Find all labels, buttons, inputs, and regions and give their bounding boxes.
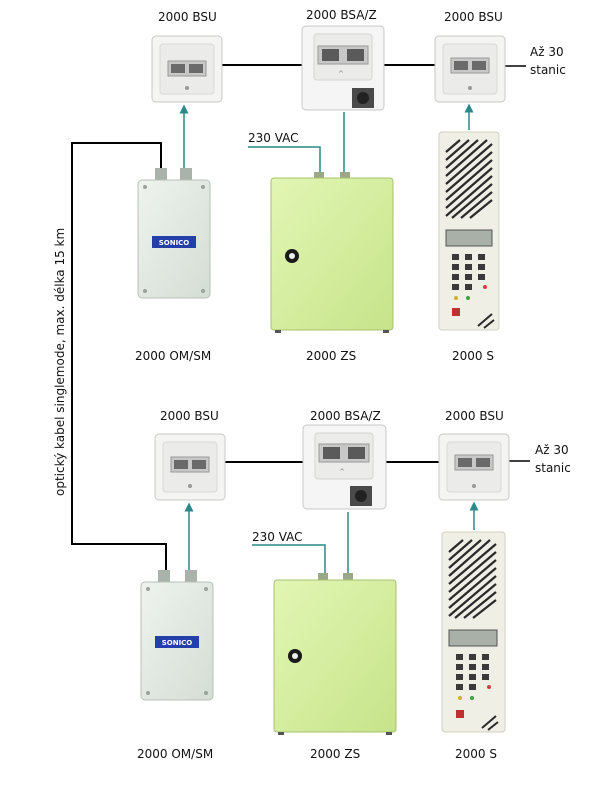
s-station-device — [438, 131, 500, 331]
bsu-left-label: 2000 BSU — [160, 409, 219, 423]
s-label: 2000 S — [455, 747, 497, 761]
s-station-device — [441, 531, 506, 733]
bsu-left-device — [154, 433, 226, 501]
zs-device — [273, 573, 397, 735]
zs-label: 2000 ZS — [310, 747, 360, 761]
fiber-cable-label: optický kabel singlemode, max. délka 15 … — [53, 228, 67, 496]
zs-label: 2000 ZS — [306, 349, 356, 363]
om-sm-label: 2000 OM/SM — [137, 747, 213, 761]
power-cable — [248, 146, 321, 176]
om-sm-device: SONICO — [137, 168, 211, 299]
zs-device — [270, 172, 394, 333]
svg-text:^: ^ — [339, 468, 345, 476]
power-cable — [252, 544, 326, 574]
sonico-logo — [155, 636, 199, 648]
sonico-logo-text: SONICO — [162, 639, 193, 647]
sonico-logo-text: SONICO — [159, 239, 190, 247]
power-label: 230 VAC — [252, 530, 303, 544]
om-sm-device: SONICO — [140, 570, 214, 701]
om-sm-label: 2000 OM/SM — [135, 349, 211, 363]
sonico-logo — [152, 236, 196, 248]
svg-text:^: ^ — [338, 70, 344, 78]
bsa-device: ^ — [301, 25, 385, 111]
bsu-left-label: 2000 BSU — [158, 10, 217, 24]
stations-label-line2: stanic — [530, 63, 566, 77]
bsu-right-device — [434, 35, 506, 103]
bsu-left-device — [151, 35, 223, 103]
section-bottom: 2000 BSU 2000 BSA/Z 2000 BSU Až 30 stani… — [137, 409, 571, 761]
bsa-device: ^ — [302, 424, 387, 510]
stations-label-line1: Až 30 — [535, 443, 569, 457]
bsu-right-label: 2000 BSU — [445, 409, 504, 423]
section-top: 2000 BSU 2000 BSA/Z 2000 BSU Až 30 stani… — [135, 8, 566, 363]
bsa-label: 2000 BSA/Z — [306, 8, 377, 22]
bsu-right-label: 2000 BSU — [444, 10, 503, 24]
stations-label-line2: stanic — [535, 461, 571, 475]
stations-label-line1: Až 30 — [530, 45, 564, 59]
power-label: 230 VAC — [248, 131, 299, 145]
s-label: 2000 S — [452, 349, 494, 363]
fiber-cable-line — [71, 142, 167, 580]
bsa-label: 2000 BSA/Z — [310, 409, 381, 423]
bsu-right-device — [438, 433, 510, 501]
